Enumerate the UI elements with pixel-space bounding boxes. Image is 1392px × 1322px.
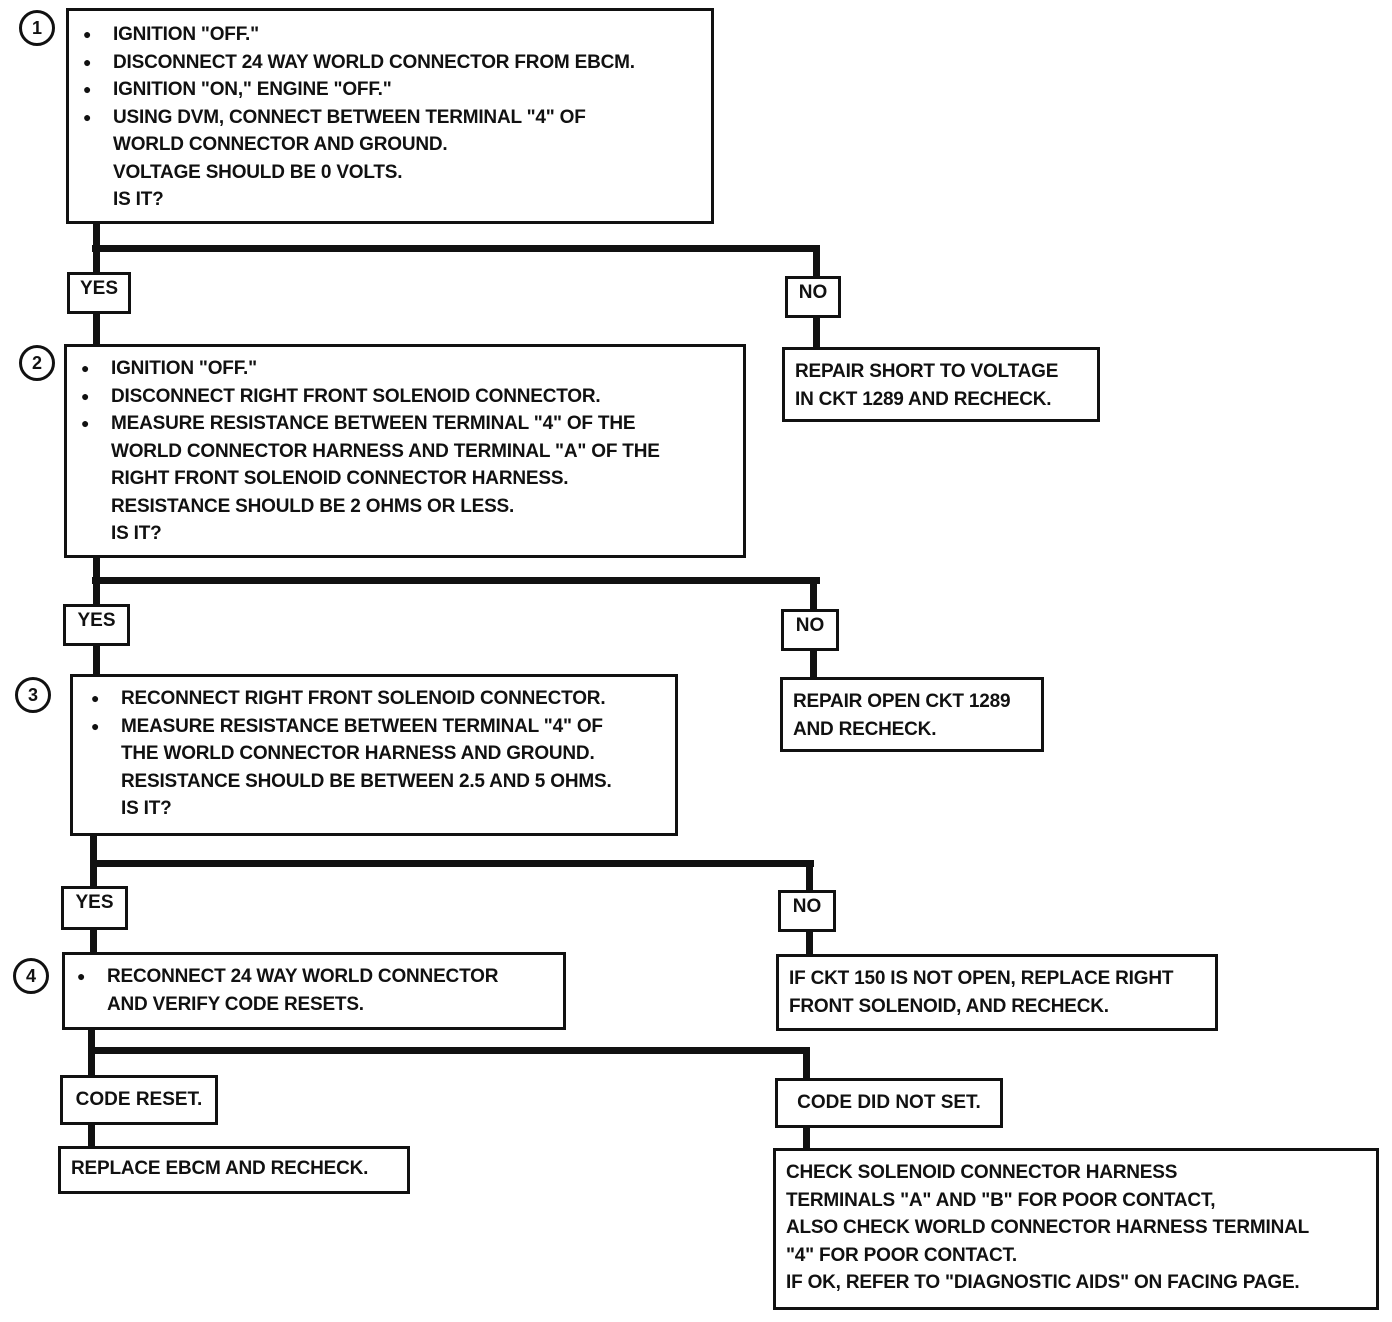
step-1-box: IGNITION "OFF." DISCONNECT 24 WAY WORLD … [66,8,714,224]
outcome-repair-open: REPAIR OPEN CKT 1289 AND RECHECK. [780,677,1044,752]
yes-label-1: YES [67,272,131,314]
step-3-line: MEASURE RESISTANCE BETWEEN TERMINAL "4" … [85,713,671,741]
outcome-line: TERMINALS "A" AND "B" FOR POOR CONTACT, [786,1189,1216,1211]
connector-line [90,860,814,867]
outcome-line: "4" FOR POOR CONTACT. [786,1244,1017,1266]
step-number-1: 1 [19,10,55,46]
outcome-line: REPAIR SHORT TO VOLTAGE [795,361,1059,382]
step-2-line: IGNITION "OFF." [75,355,735,383]
step-1-line: IGNITION "OFF." [77,21,703,49]
outcome-line: CHECK SOLENOID CONNECTOR HARNESS [786,1162,1178,1183]
outcome-check-harness: CHECK SOLENOID CONNECTOR HARNESS TERMINA… [773,1148,1379,1310]
step-1-line: USING DVM, CONNECT BETWEEN TERMINAL "4" … [77,104,703,132]
step-2-continuation: WORLD CONNECTOR HARNESS AND TERMINAL "A"… [111,440,660,462]
connector-line [92,245,820,252]
no-label-1: NO [785,276,841,318]
outcome-line: ALSO CHECK WORLD CONNECTOR HARNESS TERMI… [786,1217,1310,1238]
outcome-line: REPLACE EBCM AND RECHECK. [71,1158,369,1179]
step-1-line: IGNITION "ON," ENGINE "OFF." [77,76,703,104]
no-label-3: NO [778,890,836,932]
connector-line [88,1047,810,1054]
step-4-continuation: AND VERIFY CODE RESETS. [107,993,364,1015]
step-2-box: IGNITION "OFF." DISCONNECT RIGHT FRONT S… [64,344,746,558]
step-1-line: DISCONNECT 24 WAY WORLD CONNECTOR FROM E… [77,49,703,77]
step-3-continuation: THE WORLD CONNECTOR HARNESS AND GROUND. [121,743,595,764]
step-1-continuation: VOLTAGE SHOULD BE 0 VOLTS. [113,161,403,183]
step-4-box: RECONNECT 24 WAY WORLD CONNECTOR AND VER… [62,952,566,1030]
outcome-line: AND RECHECK. [793,718,937,740]
step-number-2: 2 [19,345,55,381]
outcome-line: REPAIR OPEN CKT 1289 [793,691,1011,712]
step-2-continuation: RESISTANCE SHOULD BE 2 OHMS OR LESS. [111,495,515,517]
step-3-line: RECONNECT RIGHT FRONT SOLENOID CONNECTOR… [85,685,671,713]
step-2-continuation: RIGHT FRONT SOLENOID CONNECTOR HARNESS. [111,468,569,489]
step-number-3: 3 [15,677,51,713]
outcome-replace-solenoid: IF CKT 150 IS NOT OPEN, REPLACE RIGHT FR… [776,954,1218,1031]
step-number-4: 4 [13,958,49,994]
code-reset-label: CODE RESET. [60,1075,218,1125]
code-did-not-set-label: CODE DID NOT SET. [775,1078,1003,1128]
outcome-repair-short: REPAIR SHORT TO VOLTAGE IN CKT 1289 AND … [782,347,1100,422]
step-3-question: IS IT? [121,798,172,819]
yes-label-3: YES [61,886,128,930]
step-3-box: RECONNECT RIGHT FRONT SOLENOID CONNECTOR… [70,674,678,836]
outcome-line: FRONT SOLENOID, AND RECHECK. [789,995,1109,1017]
no-label-2: NO [781,609,839,651]
outcome-line: IN CKT 1289 AND RECHECK. [795,388,1052,410]
step-2-line: DISCONNECT RIGHT FRONT SOLENOID CONNECTO… [75,383,735,411]
outcome-line: IF OK, REFER TO "DIAGNOSTIC AIDS" ON FAC… [786,1272,1300,1293]
step-4-line: RECONNECT 24 WAY WORLD CONNECTOR [71,963,559,991]
step-2-question: IS IT? [111,523,162,544]
step-2-line: MEASURE RESISTANCE BETWEEN TERMINAL "4" … [75,410,735,438]
yes-label-2: YES [63,604,130,646]
step-1-continuation: WORLD CONNECTOR AND GROUND. [113,134,448,155]
connector-line [92,577,820,584]
step-1-question: IS IT? [113,189,164,210]
outcome-line: IF CKT 150 IS NOT OPEN, REPLACE RIGHT [789,968,1174,989]
step-3-continuation: RESISTANCE SHOULD BE BETWEEN 2.5 AND 5 O… [121,770,612,792]
outcome-replace-ebcm: REPLACE EBCM AND RECHECK. [58,1146,410,1194]
